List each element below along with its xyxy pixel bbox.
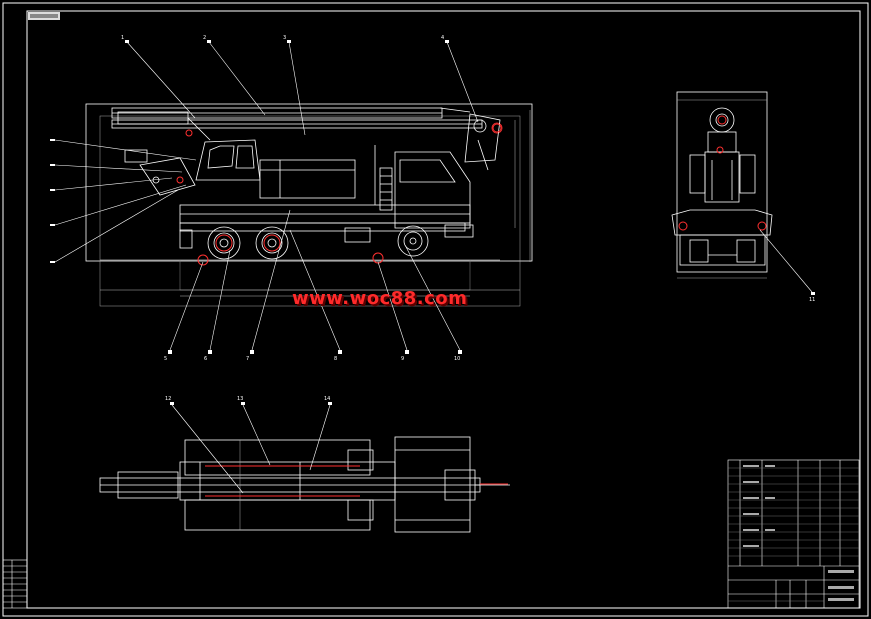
plan-view-crane — [99, 436, 510, 533]
callout-5: 5 — [164, 356, 167, 362]
title-block-rows — [728, 467, 859, 602]
callout-9: 9 — [401, 356, 404, 362]
callout-14: 14 — [324, 396, 330, 402]
left-revision-strip — [2, 559, 28, 609]
rear-view-crane — [671, 91, 773, 279]
callout-7: 7 — [246, 356, 249, 362]
callout-6: 6 — [204, 356, 207, 362]
callout-3: 3 — [283, 35, 286, 41]
side-view-highlights — [176, 123, 502, 266]
plan-callout-ticks — [170, 402, 332, 405]
rear-callout-leader — [759, 229, 813, 293]
title-block — [727, 459, 860, 609]
callout-8: 8 — [334, 356, 337, 362]
watermark-shadow: www.woc88.com — [294, 290, 470, 311]
side-view-crane-truck — [85, 103, 533, 307]
inner-frame — [26, 10, 861, 609]
callout-2: 2 — [203, 35, 206, 41]
callout-10: 10 — [454, 356, 460, 362]
plan-view-highlights — [205, 465, 508, 497]
callout-leaders-top — [54, 41, 479, 351]
watermark-text: www.woc88.com — [292, 288, 468, 309]
title-block-fill-marks — [743, 465, 854, 601]
callout-ticks-top — [50, 40, 462, 354]
callout-12: 12 — [165, 396, 171, 402]
rear-view-highlights — [678, 115, 767, 231]
corner-label-inner — [30, 14, 58, 18]
callout-1: 1 — [121, 35, 124, 41]
callout-11: 11 — [809, 297, 815, 303]
callout-labels: 1 2 3 4 5 6 7 8 9 10 11 12 13 14 — [121, 35, 815, 402]
plan-callout-leaders — [171, 404, 331, 494]
callout-4: 4 — [441, 35, 444, 41]
callout-13: 13 — [237, 396, 243, 402]
rear-callout-tick — [811, 292, 815, 295]
